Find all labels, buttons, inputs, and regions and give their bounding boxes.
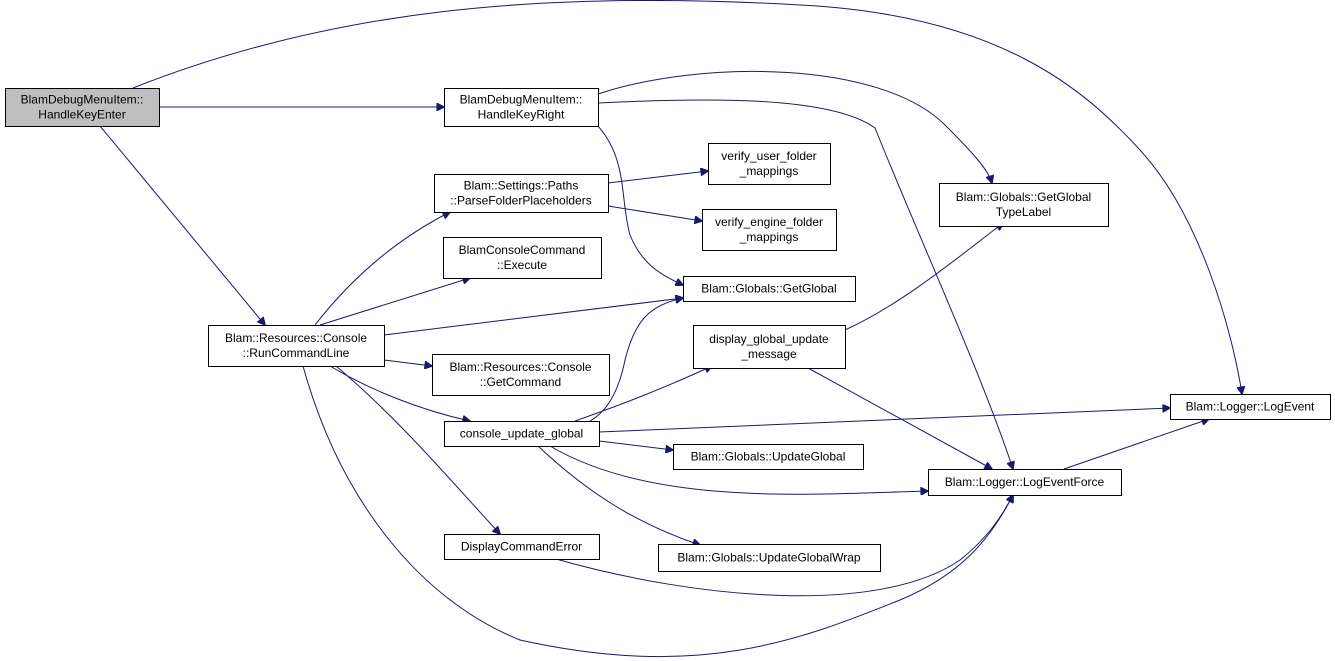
node-hkr[interactable]: BlamDebugMenuItem::HandleKeyRight xyxy=(444,88,599,127)
node-label: BlamDebugMenuItem:: xyxy=(21,93,144,107)
edge-hkr-gg xyxy=(597,125,683,285)
node-box xyxy=(658,544,881,572)
node-ug[interactable]: Blam::Globals::UpdateGlobal xyxy=(673,444,864,470)
node-label: Blam::Resources::Console xyxy=(449,360,591,374)
node-box xyxy=(673,444,864,470)
edge-hkr-lef xyxy=(597,99,1013,469)
node-label: ::ParseFolderPlaceholders xyxy=(450,194,591,208)
node-dce[interactable]: DisplayCommandError xyxy=(444,534,600,560)
node-label: console_update_global xyxy=(460,427,583,441)
node-box xyxy=(5,88,160,127)
edge-dgu-lef xyxy=(807,367,992,469)
node-gg[interactable]: Blam::Globals::GetGlobal xyxy=(683,276,856,302)
node-label: Blam::Resources::Console xyxy=(225,331,367,345)
node-label: HandleKeyRight xyxy=(478,108,565,122)
node-label: Blam::Logger::LogEvent xyxy=(1186,400,1315,414)
edge-cug-ugw xyxy=(537,445,700,545)
node-box xyxy=(444,88,599,127)
node-ugw[interactable]: Blam::Globals::UpdateGlobalWrap xyxy=(658,544,881,572)
node-box xyxy=(432,354,610,396)
node-label: BlamDebugMenuItem:: xyxy=(460,93,583,107)
edge-rcl-pfp xyxy=(314,212,450,326)
node-box xyxy=(939,183,1109,227)
node-label: _message xyxy=(740,347,797,361)
edge-dce-lef xyxy=(555,495,1013,597)
node-box xyxy=(683,276,856,302)
node-label: HandleKeyEnter xyxy=(38,108,125,122)
node-vef[interactable]: verify_engine_folder_mappings xyxy=(702,209,837,251)
edge-rcl-dce xyxy=(335,365,500,534)
edge-cug-gg xyxy=(589,298,683,422)
node-label: Blam::Globals::GetGlobal xyxy=(956,190,1091,204)
node-box xyxy=(702,209,837,251)
node-box xyxy=(693,325,846,369)
node-dgu[interactable]: display_global_update_message xyxy=(693,325,846,369)
node-label: Blam::Globals::UpdateGlobalWrap xyxy=(677,551,861,565)
node-label: Blam::Settings::Paths xyxy=(464,179,579,193)
node-box xyxy=(1170,394,1331,420)
node-label: display_global_update xyxy=(709,332,829,346)
edge-lef-le xyxy=(1063,419,1209,470)
edge-rcl-cug xyxy=(329,365,470,421)
node-label: Blam::Globals::UpdateGlobal xyxy=(691,450,846,464)
node-le[interactable]: Blam::Logger::LogEvent xyxy=(1170,394,1331,420)
node-label: ::GetCommand xyxy=(480,375,561,389)
node-lef[interactable]: Blam::Logger::LogEventForce xyxy=(928,469,1122,496)
node-label: _mappings xyxy=(739,164,799,178)
node-box xyxy=(444,534,600,560)
node-cug[interactable]: console_update_global xyxy=(444,421,600,447)
node-label: verify_engine_folder xyxy=(715,215,823,229)
node-box xyxy=(708,143,831,185)
node-bce[interactable]: BlamConsoleCommand::Execute xyxy=(443,237,602,279)
node-box xyxy=(434,174,609,213)
node-label: TypeLabel xyxy=(996,205,1051,219)
node-box xyxy=(443,237,602,279)
node-vuf[interactable]: verify_user_folder_mappings xyxy=(708,143,831,185)
node-box xyxy=(928,469,1122,496)
edge-root-le xyxy=(132,0,1242,394)
node-label: _mappings xyxy=(739,230,799,244)
edge-rcl-rgc xyxy=(383,359,432,366)
edge-pfp-vuf xyxy=(607,171,708,184)
edge-hkr-ggtl xyxy=(597,71,992,183)
node-label: BlamConsoleCommand xyxy=(459,243,586,257)
edge-rcl-bce xyxy=(319,278,470,326)
node-label: Blam::Globals::GetGlobal xyxy=(701,282,836,296)
edge-cug-ug xyxy=(598,440,673,450)
edge-dgu-ggtl xyxy=(844,223,1003,331)
edge-rcl-lef xyxy=(302,365,1013,658)
node-root[interactable]: BlamDebugMenuItem::HandleKeyEnter xyxy=(5,88,160,127)
node-rcl[interactable]: Blam::Resources::Console::RunCommandLine xyxy=(208,325,385,367)
edge-cug-le xyxy=(598,408,1170,433)
edge-cug-lef xyxy=(549,445,928,494)
node-label: Blam::Logger::LogEventForce xyxy=(945,475,1105,489)
nodes-layer: BlamDebugMenuItem::HandleKeyEnterBlamDeb… xyxy=(5,88,1331,572)
edge-pfp-vef xyxy=(607,205,702,221)
node-label: ::RunCommandLine xyxy=(243,346,350,360)
node-rgc[interactable]: Blam::Resources::Console::GetCommand xyxy=(432,354,610,396)
edge-cug-dgu xyxy=(574,366,712,422)
node-label: ::Execute xyxy=(497,258,547,272)
edge-rcl-gg xyxy=(383,298,683,336)
node-label: DisplayCommandError xyxy=(461,540,582,554)
edges-layer xyxy=(99,0,1242,658)
node-label: verify_user_folder xyxy=(721,149,816,163)
edge-root-rcl xyxy=(99,125,265,325)
node-pfp[interactable]: Blam::Settings::Paths::ParseFolderPlaceh… xyxy=(434,174,609,213)
node-box xyxy=(208,325,385,367)
node-box xyxy=(444,421,600,447)
